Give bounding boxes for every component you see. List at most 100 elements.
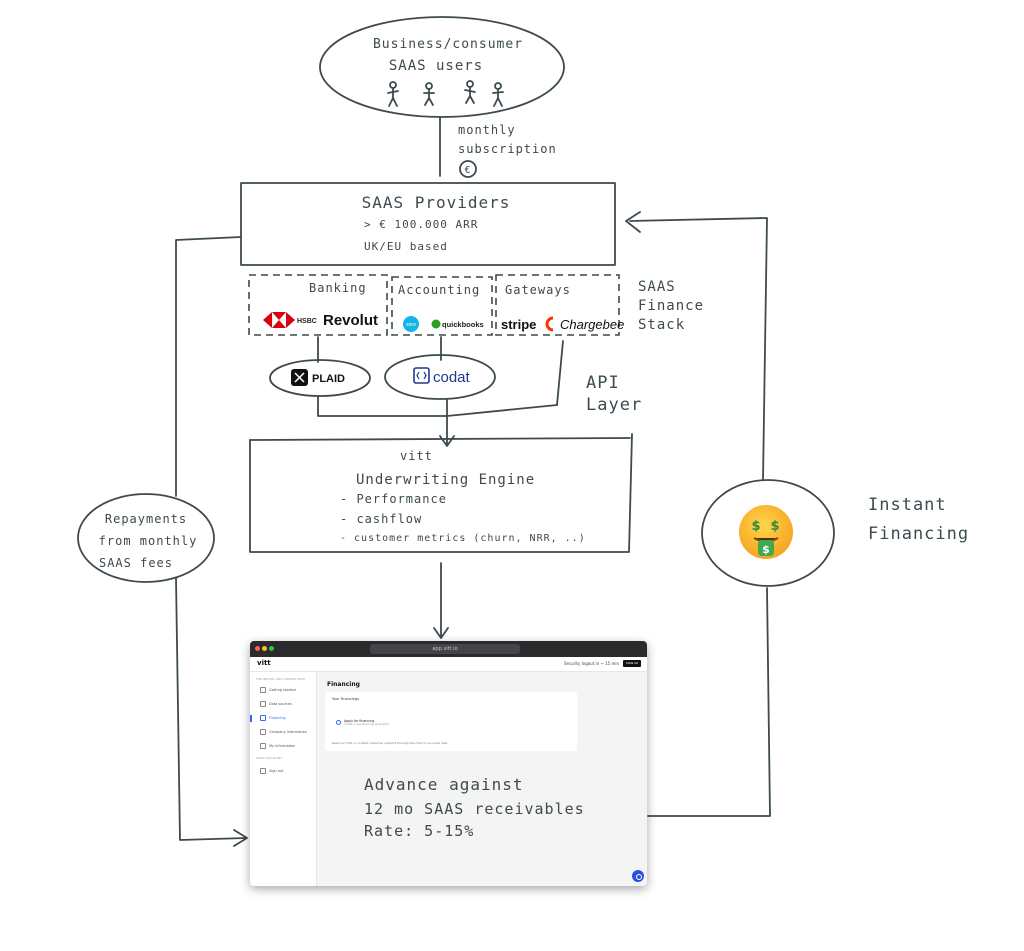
providers-title: SAAS Providers bbox=[362, 193, 511, 212]
api-layer-line2: Layer bbox=[586, 395, 642, 415]
money-mouth-face-icon: $ $ $ bbox=[739, 505, 793, 559]
logout-icon bbox=[260, 768, 266, 774]
providers-arr: > € 100.000 ARR bbox=[364, 218, 478, 231]
address-bar[interactable]: app.vitt.io bbox=[370, 644, 520, 654]
chat-button-icon[interactable] bbox=[632, 870, 644, 882]
gateways-connector bbox=[556, 340, 564, 406]
user-figure-icon bbox=[387, 81, 399, 107]
database-icon bbox=[260, 701, 266, 707]
svg-text:$: $ bbox=[762, 543, 770, 556]
users-line1: Business/consumer bbox=[373, 37, 523, 52]
sidebar-item-label: Getting started bbox=[269, 688, 296, 692]
plus-icon[interactable] bbox=[336, 720, 341, 725]
engine-to-app-arrow bbox=[433, 562, 449, 639]
revolut-logo: Revolut bbox=[323, 312, 378, 329]
sidebar-item-sign-out[interactable]: Sign out bbox=[260, 768, 283, 774]
sidebar-item-getting-started[interactable]: Getting started bbox=[260, 687, 296, 693]
user-icon bbox=[260, 743, 266, 749]
hsbc-logo-label: HSBC bbox=[297, 318, 317, 325]
providers-location: UK/EU based bbox=[364, 240, 448, 253]
xero-logo-label: xero bbox=[406, 322, 416, 328]
chargebee-logo-label: Chargebee bbox=[560, 317, 624, 332]
user-figure-icon bbox=[492, 82, 504, 107]
signup-button[interactable]: SIGN UP bbox=[623, 660, 641, 667]
providers-box bbox=[240, 182, 616, 266]
user-figure-icon bbox=[423, 82, 435, 106]
apply-financing-link[interactable]: Apply for financing bbox=[344, 719, 375, 723]
engine-item: - customer metrics (churn, NRR, ..) bbox=[340, 533, 586, 544]
page-title: Financing bbox=[327, 681, 360, 688]
app-sidebar: FINANCING AND OPERATIONS Getting started… bbox=[250, 672, 317, 886]
engine-brand: vitt bbox=[400, 449, 433, 463]
financing-loop bbox=[625, 211, 771, 817]
security-note: Security logout in ~ 15 min bbox=[563, 661, 619, 666]
apply-financing-subtitle: Create a new financing application bbox=[344, 723, 390, 726]
repayments-loop bbox=[175, 236, 248, 847]
sidebar-user-header: USER ACCOUNT bbox=[256, 756, 283, 760]
sidebar-header: FINANCING AND OPERATIONS bbox=[256, 677, 306, 681]
stripe-logo: stripe bbox=[501, 317, 536, 332]
finance-stack-line1: SAAS bbox=[638, 279, 676, 295]
sidebar-item-label: Financing bbox=[269, 716, 286, 720]
engine-item: - cashflow bbox=[340, 512, 422, 526]
engine-box-top bbox=[249, 437, 631, 441]
subscription-line1: monthly bbox=[458, 123, 516, 137]
help-note: Read our FAQ or contact customer support… bbox=[332, 741, 449, 745]
card-title: Your Financings bbox=[332, 697, 360, 701]
codat-logo: codat bbox=[413, 367, 471, 386]
xero-logo: xero bbox=[403, 316, 419, 332]
chargebee-logo: Chargebee bbox=[545, 316, 624, 332]
repayments-line3: SAAS fees bbox=[99, 556, 173, 570]
subscription-line2: subscription bbox=[458, 142, 557, 156]
euro-coin-icon bbox=[459, 160, 477, 178]
codat-logo-label: codat bbox=[433, 369, 471, 386]
repayments-ellipse bbox=[77, 493, 215, 583]
euro-coin-symbol: € bbox=[464, 165, 471, 176]
finance-stack-line3: Stack bbox=[638, 317, 685, 333]
sidebar-item-label: Sign out bbox=[269, 769, 284, 773]
sidebar-item-data-sources[interactable]: Data sources bbox=[260, 701, 292, 707]
svg-text:$: $ bbox=[751, 519, 760, 534]
engine-title: Underwriting Engine bbox=[356, 472, 535, 488]
sidebar-item-company-information[interactable]: Company information bbox=[260, 729, 307, 735]
list-icon bbox=[260, 715, 266, 721]
codat-ellipse bbox=[384, 354, 496, 400]
app-header: vitt Security logout in ~ 15 min SIGN UP bbox=[250, 657, 647, 672]
repayments-line1: Repayments bbox=[105, 512, 187, 526]
plaid-ellipse bbox=[269, 359, 371, 397]
sidebar-item-my-information[interactable]: My information bbox=[260, 743, 295, 749]
svg-text:$: $ bbox=[770, 519, 779, 534]
sidebar-item-label: Data sources bbox=[269, 702, 292, 706]
vitt-app-screenshot: app.vitt.io vitt Security logout in ~ 15… bbox=[250, 641, 647, 886]
sidebar-item-label: Company information bbox=[269, 730, 307, 734]
users-ellipse bbox=[319, 16, 565, 118]
plaid-logo: PLAID bbox=[291, 369, 345, 386]
maximize-dot-icon bbox=[269, 646, 274, 651]
sidebar-active-indicator bbox=[250, 715, 252, 722]
financings-card: Your Financings Apply for financing Crea… bbox=[325, 692, 577, 751]
finance-stack-line2: Finance bbox=[638, 298, 704, 314]
app-logo: vitt bbox=[257, 659, 271, 667]
users-line2: SAAS users bbox=[389, 58, 483, 74]
minimize-dot-icon bbox=[262, 646, 267, 651]
engine-box bbox=[249, 433, 633, 553]
sidebar-item-financing[interactable]: Financing bbox=[260, 715, 286, 721]
user-figure-icon bbox=[464, 80, 476, 104]
banking-title: Banking bbox=[309, 281, 367, 295]
api-layer-line1: API bbox=[586, 373, 620, 393]
engine-item: - Performance bbox=[340, 492, 447, 506]
sidebar-item-label: My information bbox=[269, 744, 296, 748]
instant-line2: Financing bbox=[868, 524, 969, 544]
close-dot-icon bbox=[255, 646, 260, 651]
instant-ellipse bbox=[701, 479, 835, 587]
api-merge-line bbox=[317, 395, 558, 417]
gateways-box bbox=[495, 274, 620, 336]
banking-box bbox=[248, 274, 388, 336]
accounting-box bbox=[391, 276, 493, 336]
quickbooks-logo-label: quickbooks bbox=[442, 320, 484, 329]
rocket-icon bbox=[260, 687, 266, 693]
gateways-title: Gateways bbox=[505, 283, 571, 297]
accounting-title: Accounting bbox=[398, 283, 480, 297]
repayments-line2: from monthly bbox=[99, 534, 198, 548]
browser-toolbar: app.vitt.io bbox=[250, 641, 647, 657]
